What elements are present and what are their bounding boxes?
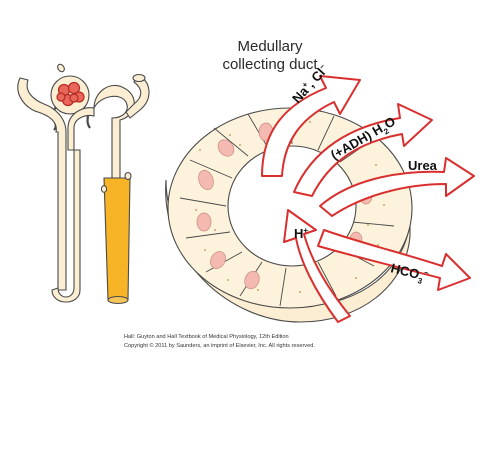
proximal-tubule: [17, 77, 67, 291]
distal-convoluted: [93, 84, 135, 179]
arrow-water: [293, 103, 433, 197]
title-line-1: Medullary: [237, 38, 303, 55]
collecting-duct: [103, 177, 131, 301]
credit-line-1: Hall: Guyton and Hall Textbook of Medica…: [124, 334, 289, 340]
arrow-hplus: [283, 209, 351, 323]
arrow-urea: [319, 157, 475, 217]
label-hplus: H+: [294, 226, 308, 241]
arrow-na-cl: [261, 75, 361, 177]
glomerulus: [56, 81, 85, 107]
transport-arrows: [261, 75, 475, 323]
credit-line-2: Copyright © 2011 by Saunders, an imprint…: [124, 343, 315, 349]
label-hco3: HCO3–: [389, 259, 431, 287]
label-urea: Urea: [408, 158, 438, 173]
arrow-hco3: [317, 229, 471, 291]
title-line-2: collecting duct: [222, 56, 318, 73]
loop-of-henle: [51, 149, 81, 303]
nephron-illustration: [17, 63, 150, 305]
